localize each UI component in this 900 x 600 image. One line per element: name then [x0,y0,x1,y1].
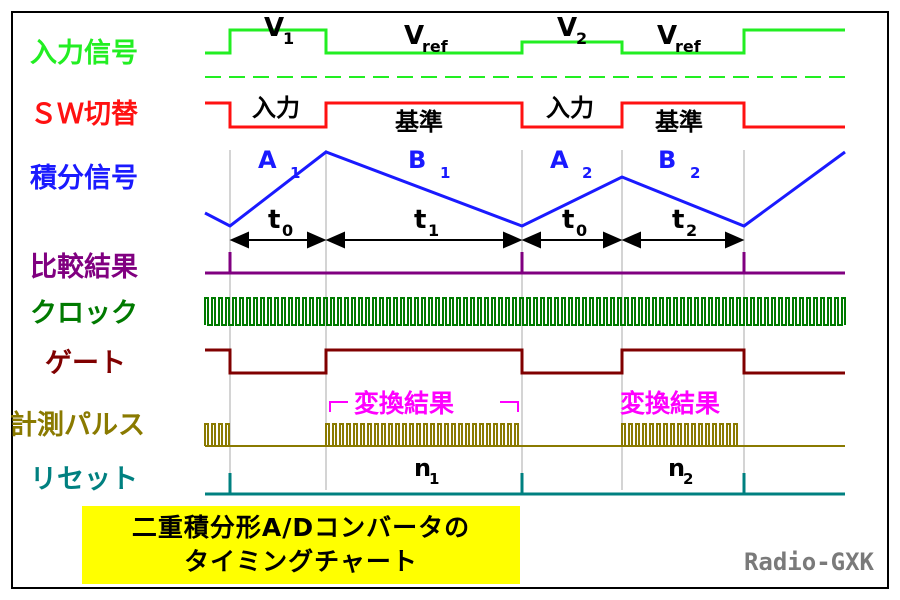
t0-subscript-1: 0 [282,221,293,240]
conversion-bracket-1 [329,401,519,412]
label-reset: リセット [30,464,138,495]
chart-title-line-1: 二重積分形A/Dコンバータの [131,513,471,542]
count-pulse-burst-1 [204,423,230,447]
reset-wave [205,473,845,496]
vref-subscript-1: ref [422,37,449,56]
chart-title-box: 二重積分形A/Dコンバータの タイミングチャート [82,506,520,584]
integral-signal-wave [204,150,846,228]
chart-title-line-2: タイミングチャート [184,547,418,576]
label-integral-signal: 積分信号 [30,163,138,194]
v2-label: V [557,13,577,43]
n2-subscript: 2 [683,470,693,488]
label-clock: クロック [30,298,138,329]
gate-wave [205,348,845,375]
conversion-result-label-2: 変換結果 [620,389,720,418]
vref-label-2: V [657,21,677,51]
count-pulse-burst-2 [325,423,519,447]
v1-label: V [264,13,284,43]
label-input-signal: 入力信号 [30,38,138,69]
vref-label-1: V [404,21,424,51]
n2-label: n [668,454,685,482]
label-gate: ゲート [45,348,126,379]
conversion-result-label-1: 変換結果 [354,389,454,418]
area-b1-label: B [408,146,426,174]
t0-label-2: t [562,205,574,235]
area-a1-label: A [258,146,277,174]
sw-switch-wave [205,101,845,129]
n1-label: n [414,454,431,482]
sw-input-label-1: 入力 [252,94,300,122]
area-a2-subscript: 2 [582,164,592,182]
area-a1-subscript: 1 [290,164,300,182]
compare-result-wave [205,252,845,275]
area-b2-label: B [658,146,676,174]
v2-subscript: 2 [576,29,587,48]
area-a2-label: A [550,146,569,174]
n1-subscript: 1 [429,470,439,488]
clock-pulse-train [204,297,846,326]
t0-label-1: t [268,205,280,235]
label-count-pulse: 計測パルス [10,409,145,441]
v1-subscript: 1 [283,29,294,48]
area-b2-subscript: 2 [690,164,700,182]
sw-ref-label-2: 基準 [655,108,703,136]
label-sw-switch: ＳＷ切替 [30,99,139,130]
t1-label: t [414,205,426,235]
clock-wave [204,297,846,326]
vref-subscript-2: ref [675,37,702,56]
t1-subscript: 1 [428,221,439,240]
count-pulse-wave [204,423,845,447]
frame-border [11,11,889,589]
credit-text: Radio-GXK [743,548,874,576]
t0-subscript-2: 0 [576,221,587,240]
sw-input-label-2: 入力 [546,94,594,122]
time-arrows [229,231,745,249]
t2-subscript: 2 [686,221,697,240]
count-pulse-burst-3 [621,423,738,447]
t2-label: t [672,205,684,235]
area-b1-subscript: 1 [440,164,450,182]
label-compare-result: 比較結果 [30,251,138,283]
sw-ref-label-1: 基準 [395,108,443,136]
input-signal-wave [205,28,845,55]
